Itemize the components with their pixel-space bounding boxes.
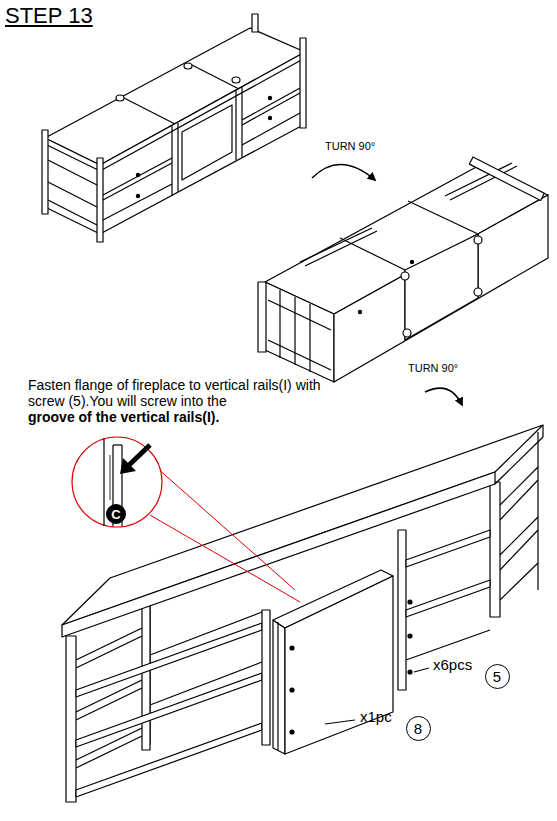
quantity-label: x1pc <box>360 708 392 725</box>
turn-instruction: TURN 90° <box>325 140 375 153</box>
detail-magnifier <box>72 437 300 602</box>
stand-view-rear <box>42 14 306 242</box>
turn-arrow <box>312 164 375 180</box>
detail-callout: C <box>106 504 126 524</box>
callout-text: 8 <box>414 721 422 736</box>
turn-instruction: TURN 90° <box>408 362 458 375</box>
step-title: STEP 13 <box>5 3 93 28</box>
turn-arrow <box>425 388 462 405</box>
callout-number: 8 <box>406 716 431 741</box>
quantity-label: x6pcs <box>433 656 472 673</box>
callout-text: 5 <box>493 669 501 684</box>
instruction-note: groove of the vertical rails(I). <box>28 409 219 425</box>
stand-view-side <box>258 157 548 382</box>
callout-number: 5 <box>485 664 510 689</box>
stand-view-front <box>62 425 543 802</box>
callout-text: C <box>111 508 120 521</box>
instruction-note: Fasten flange of fireplace to vertical r… <box>28 377 340 409</box>
